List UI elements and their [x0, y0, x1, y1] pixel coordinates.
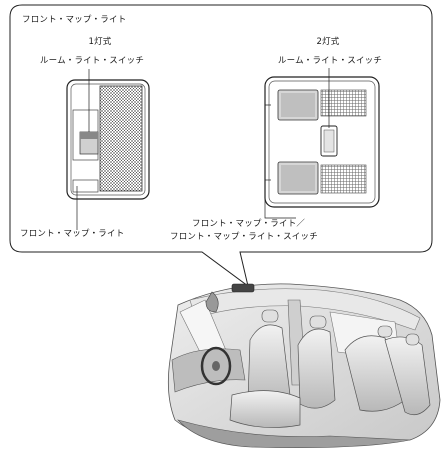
one-light-switch-label: ルーム・ライト・スイッチ	[39, 56, 145, 66]
one-light-heading: 1灯式	[88, 37, 112, 47]
two-light-lamp-label-line1: フロント・マップ・ライト／	[192, 219, 306, 229]
two-light-heading: 2灯式	[316, 37, 340, 47]
two-light-lamp-label-line2: フロント・マップ・ライト・スイッチ	[170, 232, 318, 242]
two-light-switch-label: ルーム・ライト・スイッチ	[277, 56, 383, 66]
one-light-lamp-label: フロント・マップ・ライト	[20, 229, 125, 239]
diagram-title: フロント・マップ・ライト	[22, 15, 127, 25]
car-interior-illustration	[167, 283, 441, 448]
two-light-unit	[264, 68, 380, 219]
one-light-unit	[66, 69, 150, 230]
callout-balloon	[9, 4, 433, 288]
